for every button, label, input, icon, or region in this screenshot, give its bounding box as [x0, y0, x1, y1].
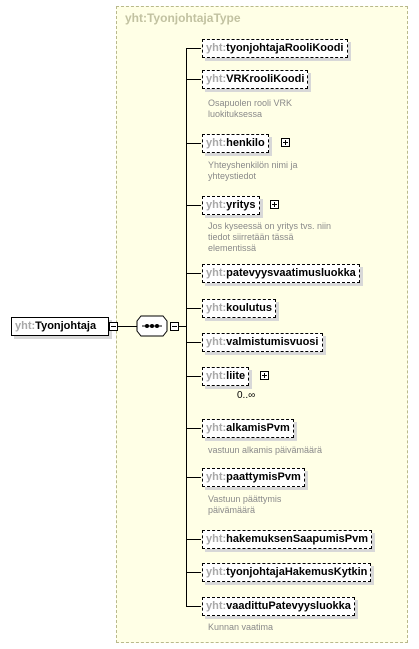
- element-tyonjohtajaRooliKoodi[interactable]: yht:tyonjohtajaRooliKoodi: [202, 39, 348, 58]
- element-prefix: yht:: [206, 73, 227, 85]
- element-prefix: yht:: [206, 302, 227, 314]
- branch-8: [186, 376, 201, 377]
- element-prefix: yht:: [206, 370, 227, 382]
- element-vaadittuPatevyysluokka[interactable]: yht:vaadittuPatevyysluokka: [202, 597, 355, 616]
- element-prefix: yht:: [206, 422, 227, 434]
- branch-9: [186, 428, 201, 429]
- sequence-collapse-icon[interactable]: [170, 322, 179, 331]
- element-note: Vastuun päättymis päivämäärä: [208, 494, 282, 515]
- element-prefix: yht:: [206, 600, 227, 612]
- element-VRKrooliKoodi[interactable]: yht:VRKrooliKoodi: [202, 70, 309, 89]
- element-name: tyonjohtajaHakemusKytkin: [226, 566, 368, 578]
- type-title: yht:TyonjohtajaType: [125, 11, 241, 25]
- element-name: koulutus: [226, 302, 273, 314]
- connector-root-sequence: [118, 326, 138, 327]
- element-name: tyonjohtajaRooliKoodi: [226, 42, 344, 54]
- sequence-bus-line: [186, 48, 187, 607]
- element-name: paattymisPvm: [226, 471, 301, 483]
- connector-sequence-bus: [179, 326, 187, 327]
- element-yritys[interactable]: yht:yritys: [202, 196, 260, 215]
- sequence-compositor-icon: [136, 315, 168, 337]
- branch-10: [186, 477, 201, 478]
- branch-6: [186, 308, 201, 309]
- element-liite[interactable]: yht:liite: [202, 367, 250, 386]
- branch-11: [186, 539, 201, 540]
- element-name: alkamisPvm: [226, 422, 290, 434]
- element-name: hakemuksenSaapumisPvm: [226, 533, 369, 545]
- element-hakemuksenSaapumisPvm[interactable]: yht:hakemuksenSaapumisPvm: [202, 530, 373, 549]
- element-note: Yhteyshenkilön nimi ja yhteystiedot: [208, 160, 298, 181]
- element-name: henkilo: [226, 137, 265, 149]
- element-note: vastuun alkamis päivämäärä: [208, 445, 323, 455]
- element-prefix: yht:: [206, 137, 227, 149]
- element-name: liite: [226, 370, 246, 382]
- element-prefix: yht:: [206, 199, 227, 211]
- branch-7: [186, 342, 201, 343]
- element-paattymisPvm[interactable]: yht:paattymisPvm: [202, 468, 305, 487]
- element-henkilo[interactable]: yht:henkilo: [202, 134, 269, 153]
- element-prefix: yht:: [206, 336, 227, 348]
- element-prefix: yht:: [206, 566, 227, 578]
- element-tyonjohtajaHakemusKytkin[interactable]: yht:tyonjohtajaHakemusKytkin: [202, 563, 372, 582]
- element-patevyysvaatimusluokka[interactable]: yht:patevyysvaatimusluokka: [202, 264, 360, 283]
- branch-4: [186, 205, 201, 206]
- expand-icon[interactable]: [281, 138, 290, 147]
- root-collapse-icon[interactable]: [109, 322, 118, 331]
- element-name: VRKrooliKoodi: [226, 73, 305, 85]
- branch-5: [186, 273, 201, 274]
- branch-2: [186, 79, 201, 80]
- root-name: Tyonjohtaja: [35, 320, 97, 332]
- branch-13: [186, 606, 201, 607]
- branch-1: [186, 48, 201, 49]
- element-name: valmistumisvuosi: [226, 336, 319, 348]
- element-prefix: yht:: [206, 42, 227, 54]
- element-alkamisPvm[interactable]: yht:alkamisPvm: [202, 419, 294, 438]
- element-note: Jos kyseessä on yritys tvs. niin tiedot …: [208, 221, 332, 253]
- element-note: Kunnan vaatima: [208, 622, 274, 632]
- element-name: yritys: [226, 199, 256, 211]
- root-element-tyonjohtaja[interactable]: yht:Tyonjohtaja: [11, 317, 109, 336]
- expand-icon[interactable]: [260, 371, 269, 380]
- element-koulutus[interactable]: yht:koulutus: [202, 299, 277, 318]
- element-name: patevyysvaatimusluokka: [226, 267, 356, 279]
- element-prefix: yht:: [206, 533, 227, 545]
- element-prefix: yht:: [206, 267, 227, 279]
- element-valmistumisvuosi[interactable]: yht:valmistumisvuosi: [202, 333, 323, 352]
- element-name: vaadittuPatevyysluokka: [226, 600, 351, 612]
- root-prefix: yht:: [15, 320, 36, 332]
- occurrence-label: 0..∞: [237, 390, 256, 401]
- element-note: Osapuolen rooli VRK luokituksessa: [208, 98, 293, 119]
- branch-12: [186, 572, 201, 573]
- branch-3: [186, 143, 201, 144]
- element-prefix: yht:: [206, 471, 227, 483]
- expand-icon[interactable]: [270, 200, 279, 209]
